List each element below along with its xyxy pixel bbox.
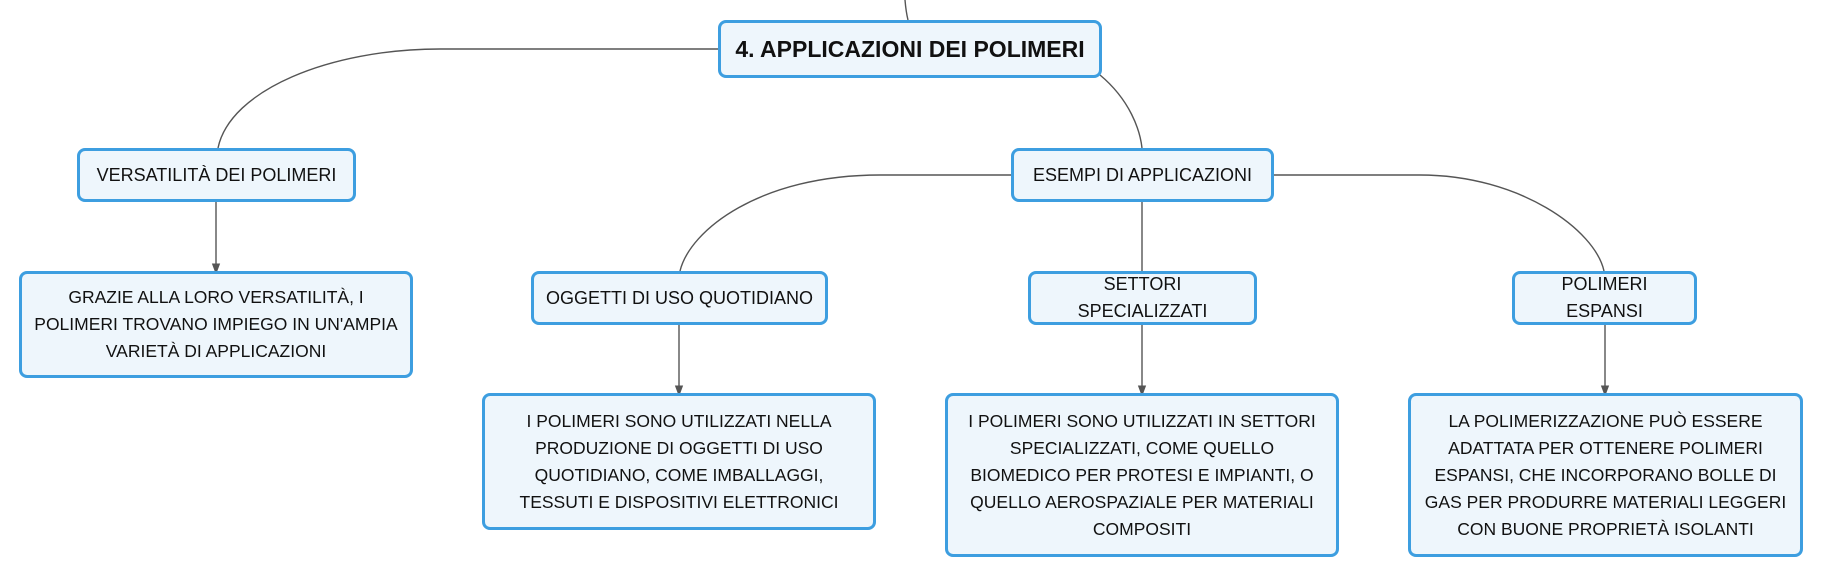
detail-expanded-polymers-text: LA POLIMERIZZAZIONE PUÒ ESSERE ADATTATA … — [1424, 410, 1787, 539]
detail-expanded-polymers[interactable]: LA POLIMERIZZAZIONE PUÒ ESSERE ADATTATA … — [1408, 393, 1803, 557]
connector-root-to-versatility — [217, 48, 718, 149]
detail-versatility-text: GRAZIE ALLA LORO VERSATILITÀ, I POLIMERI… — [34, 287, 398, 361]
topic-specialized-sectors-label: SETTORI SPECIALIZZATI — [1077, 274, 1208, 321]
connector-root-to-examples — [1099, 74, 1143, 149]
detail-everyday-objects[interactable]: I POLIMERI SONO UTILIZZATI NELLA PRODUZI… — [482, 393, 876, 530]
connector-parent-to-root — [904, 0, 909, 21]
topic-everyday-objects-label: OGGETTI DI USO QUOTIDIANO — [546, 287, 814, 308]
detail-versatility[interactable]: GRAZIE ALLA LORO VERSATILITÀ, I POLIMERI… — [19, 271, 413, 378]
topic-expanded-polymers[interactable]: POLIMERI ESPANSI — [1512, 271, 1697, 325]
topic-versatility[interactable]: VERSATILITÀ DEI POLIMERI — [77, 148, 356, 202]
detail-specialized-sectors[interactable]: I POLIMERI SONO UTILIZZATI IN SETTORI SP… — [945, 393, 1339, 557]
connector-examples-to-expanded — [1272, 174, 1605, 272]
topic-versatility-label: VERSATILITÀ DEI POLIMERI — [96, 164, 337, 185]
topic-examples[interactable]: ESEMPI DI APPLICAZIONI — [1011, 148, 1274, 202]
connector-examples-to-everyday — [679, 174, 1012, 272]
topic-everyday-objects[interactable]: OGGETTI DI USO QUOTIDIANO — [531, 271, 828, 325]
root-topic[interactable]: 4. APPLICAZIONI DEI POLIMERI — [718, 20, 1102, 78]
detail-everyday-objects-text: I POLIMERI SONO UTILIZZATI NELLA PRODUZI… — [519, 410, 839, 512]
topic-expanded-polymers-label: POLIMERI ESPANSI — [1561, 274, 1648, 321]
root-topic-label: 4. APPLICAZIONI DEI POLIMERI — [735, 35, 1085, 62]
topic-specialized-sectors[interactable]: SETTORI SPECIALIZZATI — [1028, 271, 1257, 325]
topic-examples-label: ESEMPI DI APPLICAZIONI — [1032, 164, 1253, 185]
detail-specialized-sectors-text: I POLIMERI SONO UTILIZZATI IN SETTORI SP… — [968, 410, 1316, 539]
